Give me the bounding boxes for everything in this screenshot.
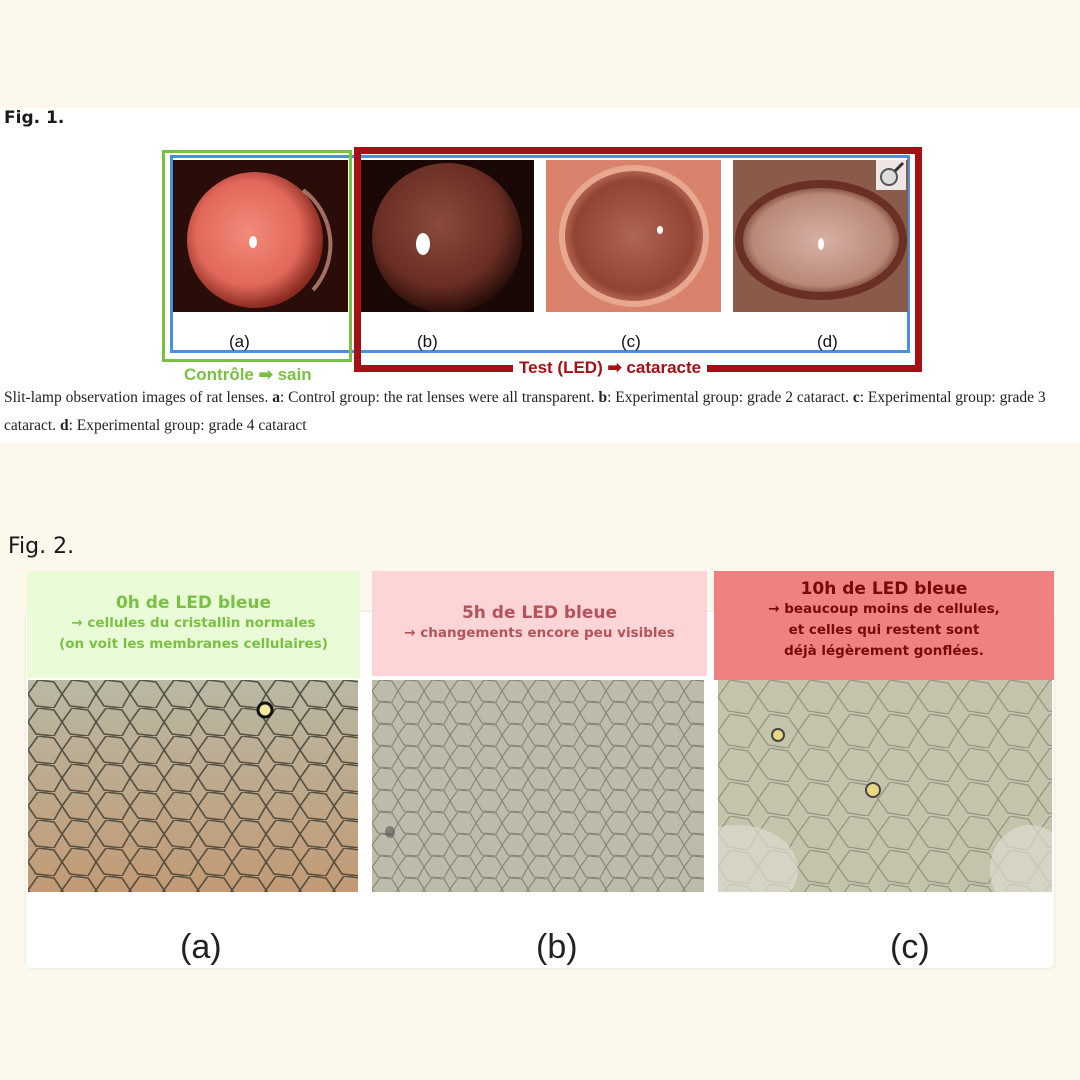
lens-photo-c bbox=[546, 160, 721, 312]
control-group-frame bbox=[162, 150, 352, 362]
test-group-frame bbox=[354, 147, 922, 372]
fig2-subfigure-label-a: (a) bbox=[180, 928, 222, 966]
figure-1-label: Fig. 1. bbox=[4, 108, 65, 128]
fig1-subfigure-label-b: (b) bbox=[417, 332, 438, 351]
lens-photo-d bbox=[733, 160, 908, 312]
banner-10h-title: 10h de LED bleue bbox=[800, 579, 968, 599]
fig1-subfigure-label-c: (c) bbox=[621, 332, 641, 351]
control-group-label: Contrôle ➡ sain bbox=[184, 365, 312, 384]
banner-10h-line-1: → beaucoup moins de cellules, bbox=[768, 601, 1000, 617]
lens-photo-a bbox=[173, 160, 348, 312]
caption-key-b: b bbox=[598, 389, 608, 406]
caption-key-a: a bbox=[272, 389, 280, 406]
fig1-subfigure-label-d: (d) bbox=[817, 332, 838, 351]
banner-10h-line-2: et celles qui restent sont bbox=[788, 622, 980, 638]
fig2-subfigure-label-c: (c) bbox=[890, 928, 930, 966]
figure-1-image-frame bbox=[170, 155, 910, 353]
banner-10h-line-3: déjà légèrement gonflées. bbox=[784, 643, 984, 659]
figure-1-caption: Slit-lamp observation images of rat lens… bbox=[4, 384, 1076, 440]
test-group-label: Test (LED) ➡ cataracte bbox=[513, 358, 708, 378]
banner-0h-line-2: (on voit les membranes cellulaires) bbox=[59, 636, 328, 652]
banner-0h-title: 0h de LED bleue bbox=[115, 593, 272, 613]
micrograph-a bbox=[28, 680, 358, 892]
banner-0h-line-1: → cellules du cristallin normales bbox=[71, 615, 316, 631]
banner-5h-title: 5h de LED bleue bbox=[461, 603, 618, 623]
lens-photo-b bbox=[361, 160, 534, 312]
caption-intro: Slit-lamp observation images of rat lens… bbox=[4, 389, 273, 406]
caption-text-a: : Control group: the rat lenses were all… bbox=[279, 389, 599, 406]
banner-5h: 5h de LED bleue → changements encore peu… bbox=[372, 571, 707, 676]
caption-key-c: c bbox=[852, 389, 860, 406]
banner-5h-line-1: → changements encore peu visibles bbox=[404, 625, 675, 641]
fig1-subfigure-label-a: (a) bbox=[229, 332, 250, 351]
caption-text-c: : Experimental group: grade 3 cataract. bbox=[4, 389, 1046, 434]
micrograph-c bbox=[718, 680, 1052, 892]
banner-0h: 0h de LED bleue → cellules du cristallin… bbox=[27, 571, 360, 678]
micrograph-b bbox=[372, 680, 704, 892]
caption-text-d: : Experimental group: grade 4 cataract bbox=[68, 417, 307, 434]
figure-2-label: Fig. 2. bbox=[8, 534, 75, 559]
caption-text-b: : Experimental group: grade 2 cataract. bbox=[607, 389, 853, 406]
caption-key-d: d bbox=[59, 417, 69, 434]
banner-10h: 10h de LED bleue → beaucoup moins de cel… bbox=[714, 571, 1054, 680]
fig2-subfigure-label-b: (b) bbox=[536, 928, 578, 966]
zoom-magnifier-icon[interactable] bbox=[876, 160, 906, 190]
